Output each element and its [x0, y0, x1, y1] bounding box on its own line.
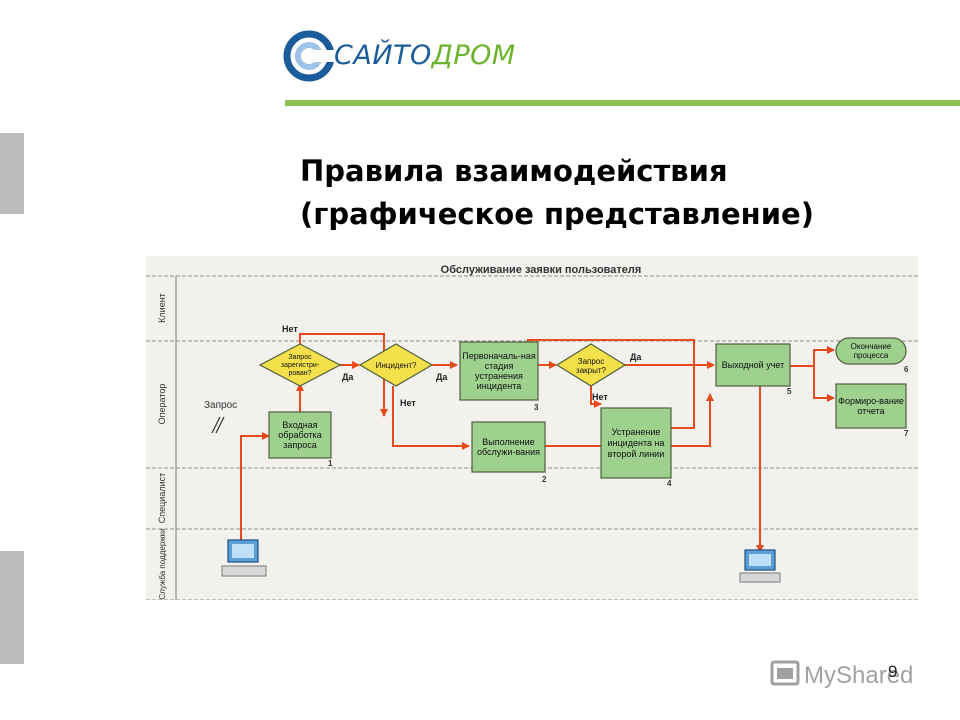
edge-label-d1-yes: Да	[342, 372, 354, 382]
decision-d2-label: Инцидент?	[375, 360, 417, 370]
watermark-text: MyShared	[804, 662, 913, 689]
node-n7-label: Формиро-вание отчета	[838, 396, 904, 416]
diagram-heading: Обслуживание заявки пользователя	[441, 264, 642, 276]
saitodrom-logo-icon	[283, 30, 335, 82]
step-number-1: 1	[328, 459, 333, 468]
logo-text: САЙТОДРОМ	[334, 40, 516, 71]
node-n5	[715, 343, 791, 387]
slide-title-line1: Правила взаимодействия	[300, 154, 728, 188]
header-rule	[285, 100, 960, 106]
decision-d2	[358, 343, 434, 387]
step-number-2: 2	[542, 475, 547, 484]
logo-text-part1: САЙТО	[334, 40, 432, 71]
node-n4-label: Устранение инцидента на второй линии	[607, 426, 665, 459]
lane-label-specialist: Специалист	[157, 473, 167, 523]
step-number-4: 4	[667, 479, 672, 488]
lane-label-support: Служба поддержки	[158, 528, 167, 599]
computer-icon-right	[739, 549, 781, 583]
slide-title: Правила взаимодействия (графическое пред…	[300, 150, 814, 236]
request-label: Запрос	[204, 400, 237, 411]
decision-d1-label: Запрос зарегистри-рован?	[280, 354, 320, 377]
slide-title-line2: (графическое представление)	[300, 197, 814, 231]
edge-label-d1-no: Нет	[282, 324, 298, 334]
node-n2-label: Выполнение обслужи-вания	[476, 437, 540, 457]
edge-label-d2-no: Нет	[400, 398, 416, 408]
step-number-3: 3	[534, 403, 539, 412]
left-decor-bar-top	[0, 133, 24, 214]
logo-text-part2: ДРОМ	[431, 40, 516, 71]
edge-label-d3-no: Нет	[592, 392, 608, 402]
node-n2	[471, 421, 546, 473]
node-n4	[600, 407, 672, 479]
request-mark-icon	[211, 416, 225, 434]
node-n6	[835, 337, 907, 365]
decision-d3-label: Запрос закрыт?	[576, 357, 606, 375]
step-number-7: 7	[904, 429, 909, 438]
node-n3	[459, 341, 539, 401]
edge-label-d2-yes: Да	[436, 372, 448, 382]
lane-label-client: Клиент	[157, 293, 167, 323]
decision-d1	[258, 343, 342, 387]
left-decor-bar-bottom	[0, 551, 24, 664]
page-number: 9	[888, 662, 898, 681]
edge-label-d3-yes: Да	[630, 352, 642, 362]
computer-icon-left	[221, 539, 267, 577]
step-number-5: 5	[787, 387, 792, 396]
node-n5-label: Выходной учет	[721, 359, 785, 370]
decision-d3	[555, 343, 627, 387]
myshared-watermark-icon: MyShared	[770, 660, 913, 689]
node-n6-label: Окончание процесса	[850, 342, 892, 360]
step-number-6: 6	[904, 365, 909, 374]
flow-diagram: Обслуживание заявки пользователя Клиент …	[146, 256, 918, 600]
lane-label-operator: Оператор	[157, 384, 167, 425]
node-n1-label: Входная обработка запроса	[278, 420, 322, 450]
node-n7	[835, 383, 907, 429]
node-n3-label: Первоначаль-ная стадия устранения инциде…	[462, 351, 536, 391]
node-n1	[268, 411, 332, 459]
